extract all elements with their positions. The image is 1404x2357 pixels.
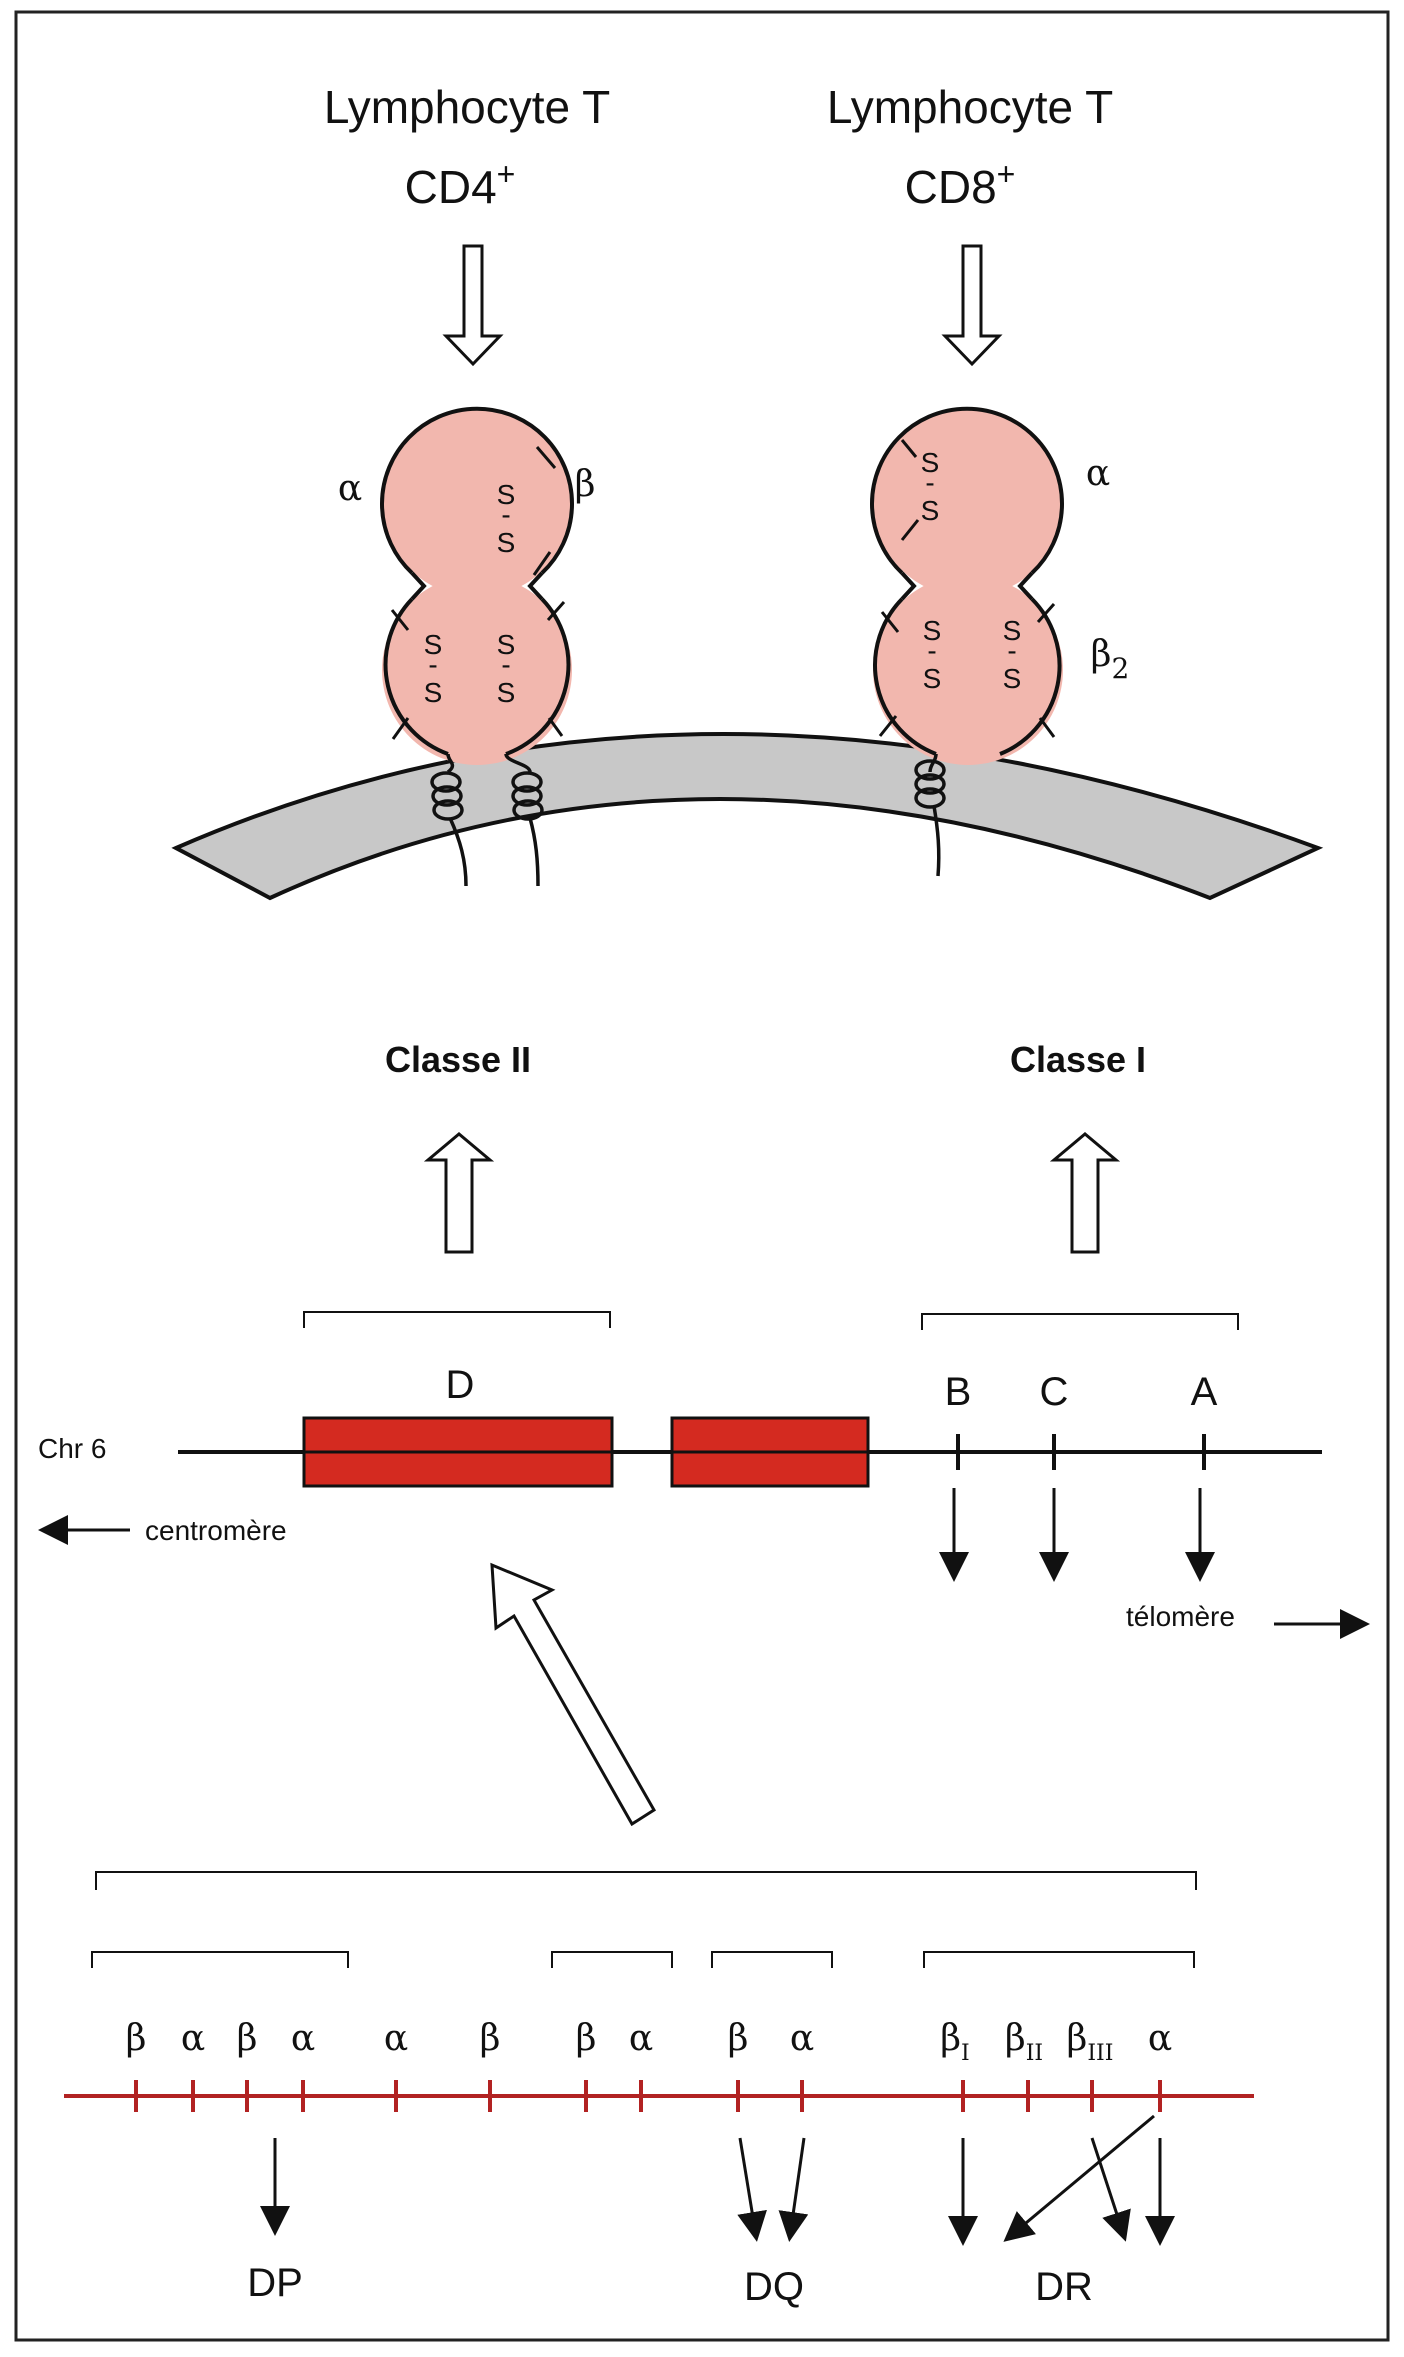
class-ii-molecule [380,406,574,765]
dq-label: DQ [744,2265,804,2309]
svg-text:S: S [497,479,516,510]
gene-product-arrows [260,2114,1175,2246]
svg-text:-: - [1007,635,1016,666]
svg-text:-: - [501,649,510,680]
centromere-label: centromère [145,1515,287,1546]
svg-text:S: S [1003,615,1022,646]
gene-label: β [126,2018,147,2059]
class-i-up-arrow [1049,1132,1121,1254]
class-ii-gene-ticks [134,2080,1162,2112]
class-ii-region-bracket [303,1311,611,1328]
svg-text:S: S [497,629,516,660]
svg-text:-: - [925,467,934,498]
unnamed-subregion-bracket [551,1951,673,1968]
svg-text:S: S [424,677,443,708]
gene-label: α [1148,2018,1172,2059]
class-ii-transmembrane-helices [430,753,544,887]
dq-subregion-bracket [711,1951,833,1968]
gene-label: β [576,2018,597,2059]
locus-b-label: B [945,1370,972,1414]
gene-label: βII [1005,2018,1043,2066]
telomere-label: télomère [1126,1601,1235,1632]
gene-label: α [181,2018,205,2059]
dr-label: DR [1035,2265,1093,2309]
svg-text:S: S [921,447,940,478]
class-i-alpha-label: α [1086,453,1110,494]
class-i-loci: B C A [939,1370,1218,1582]
class-ii-map-bracket [95,1871,1197,1890]
class-ii-block [302,1416,614,1488]
cd8-down-arrow [941,244,1003,367]
class-i-region-bracket [921,1313,1239,1330]
class-ii-alpha-label: α [338,468,362,509]
figure-frame [14,10,1390,2342]
class-i-disulfide-bonds: S - S S - S S - S [921,447,1022,694]
dr-subregion-bracket [923,1951,1195,1968]
class-ii-label: Classe II [385,1039,531,1080]
gene-label: βIII [1067,2018,1114,2066]
class-ii-up-arrow [423,1132,495,1254]
right-cell-subtitle: CD8+ [905,156,1016,213]
zoom-up-arrow [490,1562,657,1827]
dp-label: DP [247,2261,303,2305]
class-i-transmembrane-helix [914,753,946,877]
class-i-label: Classe I [1010,1039,1146,1080]
svg-text:-: - [927,635,936,666]
left-cell-title: Lymphocyte T [324,81,610,133]
class-ii-gene-labels: β α β α α β β α β α βI βII βIII α [126,2018,1173,2066]
svg-text:S: S [921,495,940,526]
gene-label: α [384,2018,408,2059]
cd4-down-arrow [442,244,504,367]
gene-label: β [480,2018,501,2059]
gene-label: βI [940,2018,970,2066]
gene-label: α [291,2018,315,2059]
svg-text:S: S [497,677,516,708]
chromosome-label: Chr 6 [38,1433,106,1464]
svg-text:S: S [923,615,942,646]
gene-label: α [629,2018,653,2059]
svg-text:S: S [424,629,443,660]
class-iii-block [670,1416,870,1488]
class-i-molecule [870,406,1064,765]
region-d-label: D [446,1363,475,1407]
svg-text:-: - [428,649,437,680]
cell-membrane [171,732,1324,901]
svg-text:-: - [501,499,510,530]
class-ii-beta-label: β [575,464,596,505]
left-cell-subtitle: CD4+ [405,156,516,213]
gene-label: β [237,2018,258,2059]
dp-subregion-bracket [91,1951,349,1968]
class-ii-disulfide-bonds: S - S S - S S - S [424,479,516,708]
svg-text:S: S [923,663,942,694]
svg-text:S: S [497,527,516,558]
svg-text:S: S [1003,663,1022,694]
class-i-beta2-label: β2 [1091,634,1130,685]
gene-label: β [728,2018,749,2059]
locus-a-label: A [1191,1370,1218,1414]
right-cell-title: Lymphocyte T [827,81,1113,133]
locus-c-label: C [1040,1370,1069,1414]
gene-label: α [790,2018,814,2059]
